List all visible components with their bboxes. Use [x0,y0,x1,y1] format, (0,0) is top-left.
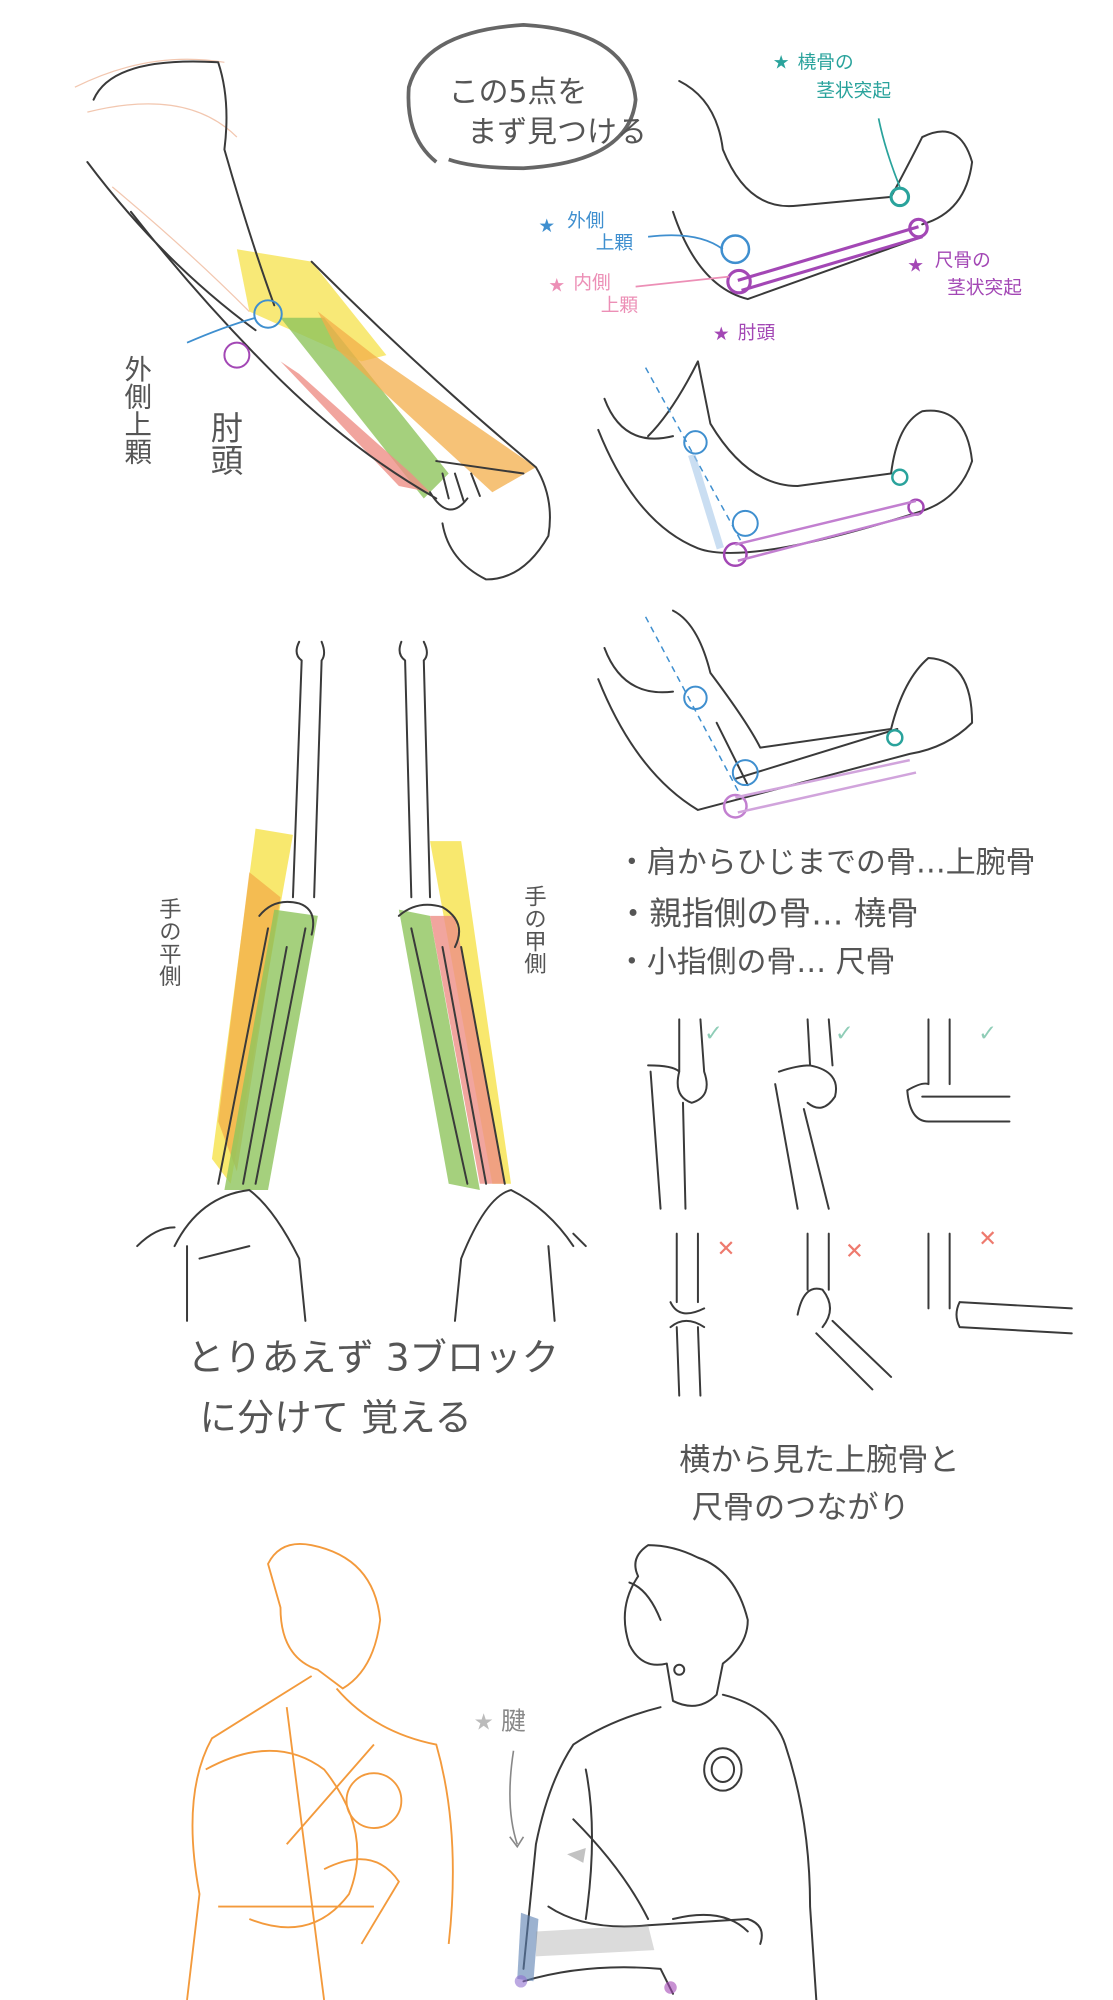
cross-icon: ✕ [717,1236,736,1262]
label-palm-side: 手の平側 [155,897,181,987]
olecranon-marker [223,341,251,369]
side-view-caption-line1: 横から見た上腕骨と [679,1442,959,1478]
side-view-incorrect-examples: ✕ ✕ ✕ [669,1226,1073,1397]
lateral-epicondyle-star: ★ [538,216,555,237]
ulnar-styloid-line2: 茎状突起 [947,278,1022,299]
cross-icon: ✕ [978,1226,997,1252]
muscle-green [280,317,449,499]
bone-list-item-ulna: ・小指側の骨… 尺骨 [617,945,896,980]
radial-styloid-line1: 橈骨の [798,53,854,74]
check-icon: ✓ [704,1020,723,1046]
bone-list-item-radius: ・親指側の骨… 橈骨 [617,895,919,933]
arm-bones-overlay-2 [597,609,974,819]
tendon-label: 腱 [501,1707,526,1736]
olecranon-star: ★ [713,324,730,345]
medial-epicondyle-line1: 内側 [573,273,610,294]
ulnar-styloid-star: ★ [907,256,924,277]
lateral-epicondyle-line2: 上顆 [596,233,634,254]
muscle-yellow [236,249,387,362]
lateral-epicondyle-marker [253,299,283,329]
bent-arm-landmarks [635,80,974,301]
muscle-red [280,361,431,493]
forearm-back-side [397,640,587,1322]
ulnar-styloid-line1: 尺骨の [935,251,991,272]
lateral-epicondyle-line1: 外側 [567,211,604,232]
radial-styloid-line2: 茎状突起 [816,81,891,102]
side-view-caption-line2: 尺骨のつながり [692,1490,910,1526]
check-icon: ✓ [978,1020,997,1046]
bubble-line1: この5点を [449,75,588,110]
radial-styloid-star: ★ [773,53,790,74]
forearm-palm-side [136,640,326,1322]
speech-bubble [406,23,638,171]
cross-icon: ✕ [845,1239,864,1265]
orange-rough-sketch [186,1543,454,2000]
blocks-note-line2: に分けて 覚える [199,1396,471,1440]
label-lateral-epicondyle-vertical: 外側上顆 [119,355,152,465]
medial-epicondyle-line2: 上顆 [601,296,639,317]
label-back-side: 手の甲側 [520,884,546,974]
label-olecranon-vertical: 肘頭 [205,411,243,476]
muscle-orange [317,311,536,493]
muscle-arm-drawing [74,58,551,581]
blocks-note-line1: とりあえず 3ブロック [187,1336,559,1380]
bubble-line2: まず見つける [467,115,646,150]
finished-figure-sketch [509,1544,818,2000]
tendon-star: ★ [474,1710,494,1736]
side-view-correct-examples: ✓ ✓ ✓ [647,1018,1011,1210]
medial-epicondyle-star: ★ [548,276,565,297]
bone-list-item-humerus: ・肩からひじまでの骨…上腕骨 [617,845,1035,880]
arm-bones-overlay-1 [597,360,974,567]
check-icon: ✓ [835,1020,854,1046]
olecranon-line1: 肘頭 [738,323,776,344]
